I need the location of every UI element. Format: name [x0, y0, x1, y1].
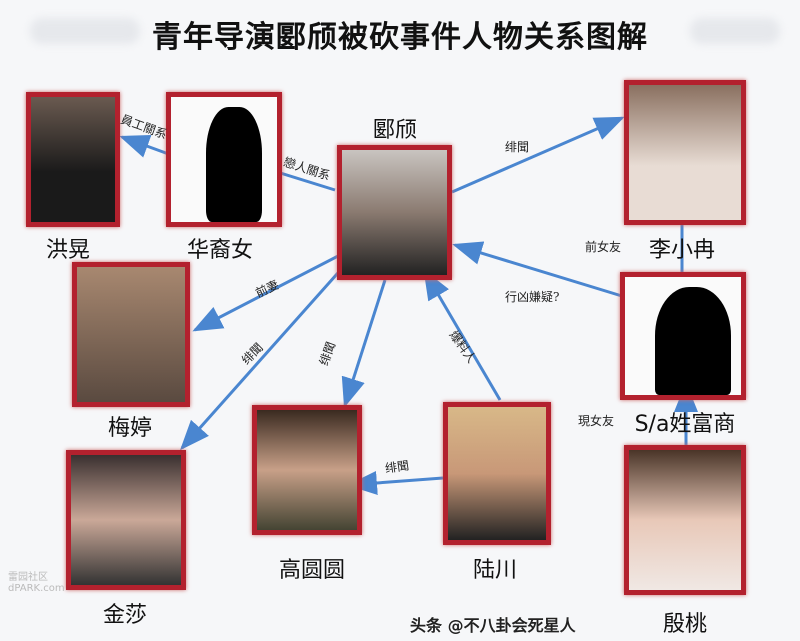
arrow-rumor-lu-gao [347, 471, 444, 495]
photo-center [337, 145, 452, 280]
watermark-site-cn: 雷园社区 [8, 572, 48, 583]
blurred-text [30, 18, 140, 44]
photo-luchuan [443, 402, 551, 545]
watermark-toutiao: 头条 @不八卦会死星人 [410, 616, 576, 635]
arrow-rumor-gao [341, 279, 387, 408]
label-suspect: 行凶嫌疑? [505, 290, 560, 304]
name-jinsha: 金莎 [102, 603, 148, 628]
name-huayinv: 华裔女 [186, 238, 254, 263]
photo-jinsha [66, 450, 186, 590]
photo-lixiaoran [624, 80, 746, 225]
name-center: 郾颀 [372, 118, 418, 143]
label-rumor-lu-gao: 绯聞 [384, 458, 410, 476]
photo-yintao [624, 445, 746, 595]
name-gaoyuanyuan: 高圆圆 [278, 558, 346, 583]
name-yintao: 殷桃 [662, 612, 708, 637]
arrow-ex-wife [192, 253, 341, 332]
name-lixiaoran: 李小冉 [648, 238, 716, 263]
arrow-rumor-jin [180, 264, 347, 451]
photo-meiting [72, 262, 190, 407]
photo-honghuang [26, 92, 120, 227]
name-honghuang: 洪晃 [45, 238, 91, 263]
photo-huayinv-silhouette [166, 92, 282, 227]
label-cur-gf: 現女友 [578, 414, 615, 428]
arrow-informant [423, 269, 502, 401]
blurred-text [690, 18, 780, 44]
arrow-rumor-li [451, 116, 625, 194]
name-meiting: 梅婷 [107, 416, 153, 441]
label-ex-gf: 前女友 [585, 240, 622, 254]
arrow-suspect [452, 241, 636, 302]
name-luchuan: 陆川 [472, 558, 518, 583]
label-rumor-li: 绯聞 [505, 140, 530, 154]
photo-fushang-silhouette [620, 272, 746, 400]
name-fushang: S/a姓富商 [634, 412, 736, 437]
watermark-site-en: dPARK.com [8, 583, 65, 594]
photo-gaoyuanyuan [252, 405, 362, 535]
diagram-title: 青年导演郾颀被砍事件人物关系图解 [152, 20, 648, 55]
